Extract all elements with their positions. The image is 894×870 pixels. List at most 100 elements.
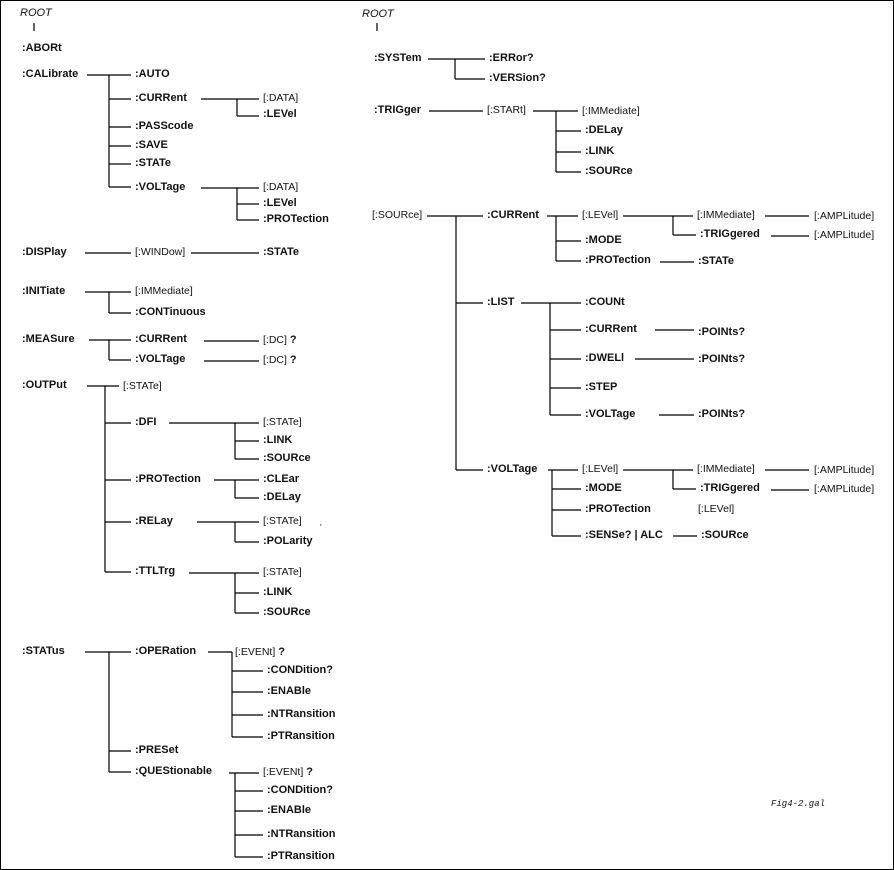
node-abort: :ABORt — [22, 42, 62, 54]
node-src-current: :CURRent — [487, 209, 539, 221]
node-src-volt-level-imm-ampl: [:AMPLitude] — [814, 464, 875, 476]
node-stat-q-event-query: ? — [306, 766, 313, 778]
node-trig-link: :LINK — [585, 145, 615, 157]
node-trig-immediate: [:IMMediate] — [582, 105, 640, 117]
node-meas-current-query: ? — [289, 334, 297, 346]
node-out-prot-delay: :DELay — [263, 491, 301, 503]
node-cal-save: :SAVE — [135, 139, 168, 151]
node-initiate: :INITiate — [22, 285, 66, 297]
node-src-volt-mode: :MODE — [585, 482, 622, 494]
node-trig-start: [:STARt] — [487, 104, 526, 116]
node-src-volt-sense-source: :SOURce — [701, 529, 749, 541]
node-out-protection: :PROTection — [135, 473, 201, 485]
node-src-cur-level: [:LEVel] — [582, 209, 619, 221]
node-trig-source: :SOURce — [585, 165, 633, 177]
node-out-ttl-source: :SOURce — [263, 606, 311, 618]
node-stat-q-event: [:EVENt]? — [263, 766, 313, 778]
node-src-cur-level-trig-ampl: [:AMPLitude] — [814, 229, 875, 241]
node-stat-op-enable: :ENABle — [267, 685, 312, 697]
node-init-continuous: :CONTinuous — [135, 306, 206, 318]
node-src-list-voltage-points: :POINts? — [698, 408, 746, 420]
node-stat-q-enable: :ENABle — [267, 804, 312, 816]
node-src-voltage: :VOLTage — [487, 463, 538, 475]
node-sys-version: :VERSion? — [489, 72, 546, 84]
node-src-volt-protection: :PROTection — [585, 503, 651, 515]
node-out-dfi-link: :LINK — [263, 434, 293, 446]
node-meas-voltage-query: ? — [289, 354, 297, 366]
node-cal-auto: :AUTO — [135, 68, 170, 80]
node-cal-passcode: :PASScode — [135, 120, 194, 132]
node-cal-current-data: [:DATA] — [263, 92, 299, 104]
node-src-volt-level-imm: [:IMMediate] — [697, 463, 755, 475]
node-src-list: :LIST — [487, 296, 515, 308]
node-cal-current-level: :LEVel — [263, 108, 297, 120]
node-cal-voltage-level: :LEVel — [263, 197, 297, 209]
node-out-ttl-link: :LINK — [263, 586, 293, 598]
node-out-dfi-source: :SOURce — [263, 452, 311, 464]
node-meas-current: :CURRent — [135, 333, 187, 345]
node-stat-op-ptransition: :PTRansition — [267, 730, 335, 742]
node-src-cur-mode: :MODE — [585, 234, 622, 246]
node-stat-operation: :OPERation — [135, 645, 197, 657]
node-src-cur-prot-state: :STATe — [698, 255, 735, 267]
node-stat-op-ntransition: :NTRansition — [267, 708, 336, 720]
node-stat-preset: :PRESet — [135, 744, 179, 756]
node-out-relay: :RELay — [135, 515, 173, 527]
node-cal-state: :STATe — [135, 157, 172, 169]
node-cal-voltage: :VOLTage — [135, 181, 186, 193]
node-src-list-dwell: :DWELl — [585, 352, 625, 364]
node-cal-voltage-data: [:DATA] — [263, 181, 299, 193]
node-meas-voltage-dc: [:DC]? — [263, 354, 297, 366]
node-out-ttltrg: :TTLTrg — [135, 565, 176, 577]
node-out-relay-state: [:STATe] — [263, 515, 302, 527]
node-stat-questionable: :QUEStionable — [135, 765, 213, 777]
node-src-volt-level-trig: :TRIGgered — [700, 482, 760, 494]
node-cal-voltage-protection: :PROTection — [263, 213, 329, 225]
stray-mark: · — [319, 519, 323, 531]
node-src-list-current: :CURRent — [585, 323, 637, 335]
node-measure: :MEASure — [22, 333, 75, 345]
node-stat-q-condition: :CONDition? — [267, 784, 333, 796]
node-system: :SYSTem — [374, 52, 422, 64]
node-meas-current-dc: [:DC]? — [263, 334, 297, 346]
node-trigger: :TRIGger — [374, 104, 422, 116]
node-sys-error: :ERRor? — [489, 52, 534, 64]
node-out-state: [:STATe] — [123, 380, 162, 392]
node-stat-op-condition: :CONDition? — [267, 664, 333, 676]
node-src-cur-level-trig: :TRIGgered — [700, 228, 760, 240]
node-output: :OUTPut — [22, 379, 67, 391]
node-src-cur-level-imm-ampl: [:AMPLitude] — [814, 210, 875, 222]
node-init-immediate: [:IMMediate] — [135, 285, 193, 297]
node-src-list-dwell-points: :POINts? — [698, 353, 746, 365]
node-stat-op-event: [:EVENt]? — [235, 646, 285, 658]
node-src-list-current-points: :POINts? — [698, 326, 746, 338]
node-status: :STATus — [22, 645, 65, 657]
node-out-dfi-state: [:STATe] — [263, 416, 302, 428]
node-src-list-count: :COUNt — [585, 296, 625, 308]
node-display: :DISPlay — [22, 246, 67, 258]
node-src-volt-level: [:LEVel] — [582, 463, 619, 475]
node-out-ttl-state: [:STATe] — [263, 566, 302, 578]
node-display-state: :STATe — [263, 246, 300, 258]
figure-id-label: Fig4-2.gal — [771, 799, 826, 809]
node-src-cur-protection: :PROTection — [585, 254, 651, 266]
node-stat-q-ntransition: :NTRansition — [267, 828, 336, 840]
node-trig-delay: :DELay — [585, 124, 623, 136]
node-src-list-step: :STEP — [585, 381, 618, 393]
node-stat-op-event-query: ? — [278, 646, 285, 658]
node-stat-q-ptransition: :PTRansition — [267, 850, 335, 862]
node-meas-voltage: :VOLTage — [135, 353, 186, 365]
node-out-dfi: :DFI — [135, 416, 157, 428]
node-out-prot-clear: :CLEar — [263, 473, 300, 485]
node-src-list-voltage: :VOLTage — [585, 408, 636, 420]
node-out-relay-polarity: :POLarity — [263, 535, 313, 547]
node-source: [:SOURce] — [372, 209, 423, 221]
node-cal-current: :CURRent — [135, 92, 187, 104]
node-calibrate: :CALibrate — [22, 68, 79, 80]
right-root-label: ROOT — [362, 8, 394, 20]
left-root-label: ROOT — [20, 7, 52, 19]
node-src-volt-prot-level: [:LEVel] — [698, 503, 735, 515]
node-src-volt-level-trig-ampl: [:AMPLitude] — [814, 483, 875, 495]
